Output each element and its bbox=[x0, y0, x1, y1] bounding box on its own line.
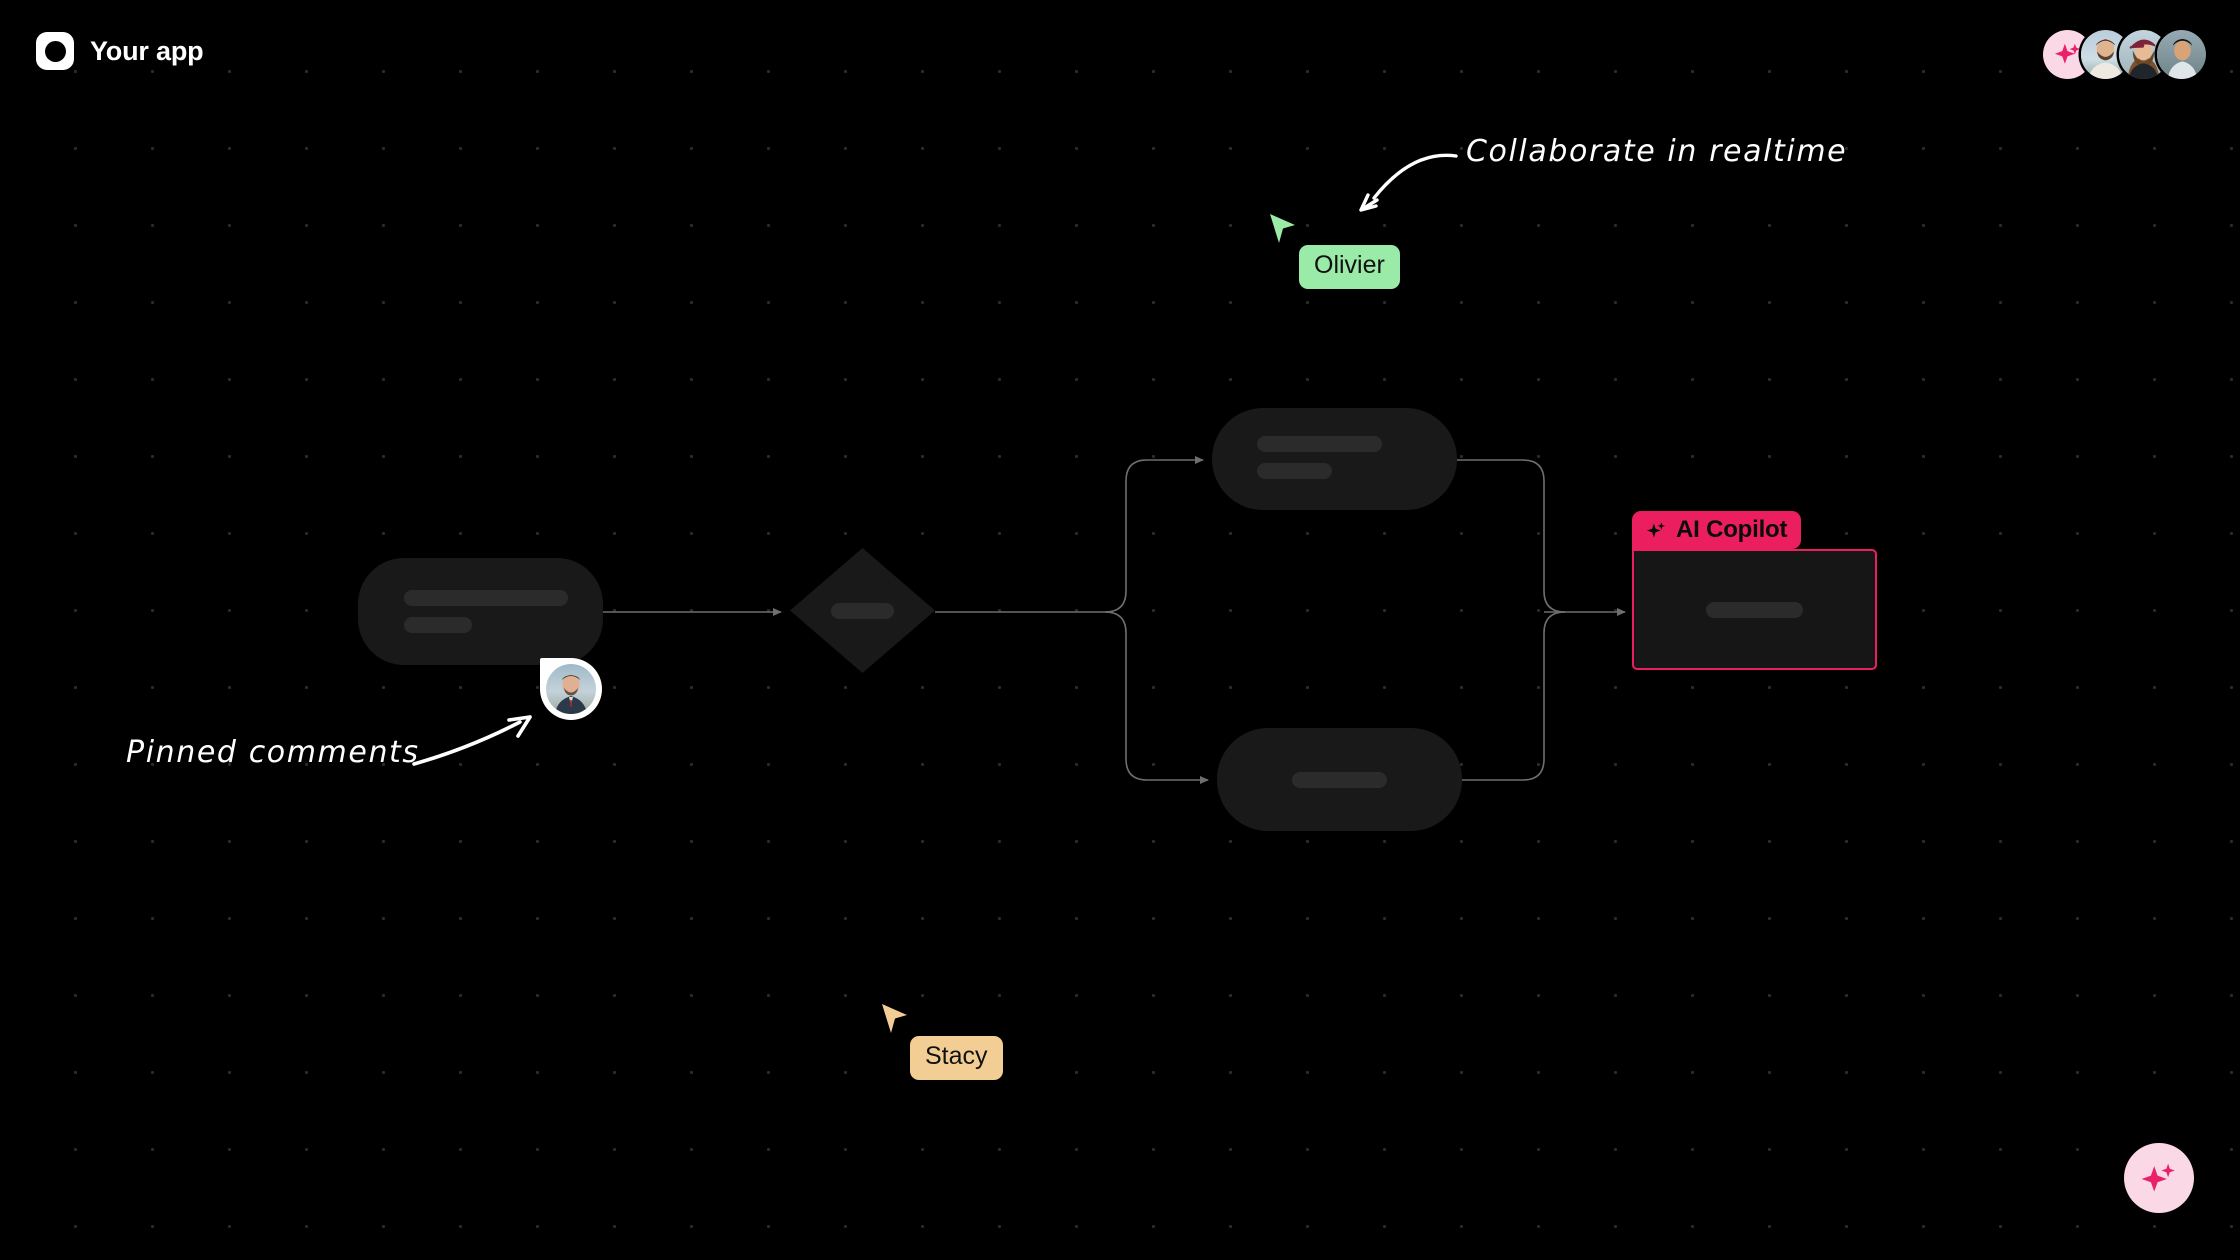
placeholder-bar bbox=[1292, 771, 1387, 788]
placeholder-bar bbox=[1257, 436, 1382, 452]
collaborator-avatar-3[interactable] bbox=[2157, 30, 2206, 79]
ai-assistant-fab[interactable] bbox=[2124, 1143, 2194, 1213]
sparkle-icon bbox=[1646, 521, 1666, 537]
annotation-arrow-pinned-icon bbox=[412, 715, 532, 766]
app-logo-icon bbox=[36, 32, 74, 70]
app-header: Your app bbox=[0, 0, 2240, 120]
flow-node-decision[interactable] bbox=[790, 548, 935, 673]
annotation-pinned-comments: Pinned comments bbox=[126, 735, 420, 770]
cursor-pointer-icon bbox=[1270, 214, 1295, 243]
placeholder-bar bbox=[404, 590, 568, 606]
cursor-stacy: Stacy bbox=[880, 1002, 1003, 1080]
pinned-comment-avatar[interactable] bbox=[540, 658, 602, 720]
ai-copilot-tab[interactable]: AI Copilot bbox=[1632, 511, 1802, 549]
sparkle-icon bbox=[2054, 43, 2080, 64]
brand[interactable]: Your app bbox=[36, 32, 204, 70]
flow-node-branch-top[interactable] bbox=[1212, 408, 1457, 510]
flow-node-branch-bottom[interactable] bbox=[1217, 728, 1462, 831]
annotation-collaborate-in-realtime: Collaborate in realtime bbox=[1466, 134, 1848, 169]
avatar-photo bbox=[546, 664, 596, 714]
ai-copilot-body[interactable] bbox=[1632, 549, 1877, 670]
page-title: Your app bbox=[90, 35, 204, 66]
flow-node-start[interactable] bbox=[358, 558, 603, 665]
avatar-photo bbox=[2157, 30, 2206, 79]
collaborator-avatar-stack[interactable] bbox=[2043, 30, 2206, 79]
cursor-label: Olivier bbox=[1299, 245, 1400, 289]
sparkle-icon bbox=[2141, 1163, 2175, 1192]
placeholder-bar bbox=[1706, 601, 1803, 618]
ai-copilot-tab-label: AI Copilot bbox=[1676, 516, 1788, 543]
cursor-pointer-icon bbox=[882, 1004, 907, 1033]
placeholder-bar bbox=[831, 602, 894, 619]
avatar bbox=[546, 664, 596, 714]
cursor-label: Stacy bbox=[910, 1036, 1003, 1080]
placeholder-bar bbox=[404, 617, 472, 633]
placeholder-bar bbox=[1257, 463, 1332, 479]
logo-inner-dot bbox=[44, 40, 66, 62]
annotation-arrow-collaborate-icon bbox=[1359, 153, 1458, 212]
cursor-olivier: Olivier bbox=[1268, 212, 1400, 289]
